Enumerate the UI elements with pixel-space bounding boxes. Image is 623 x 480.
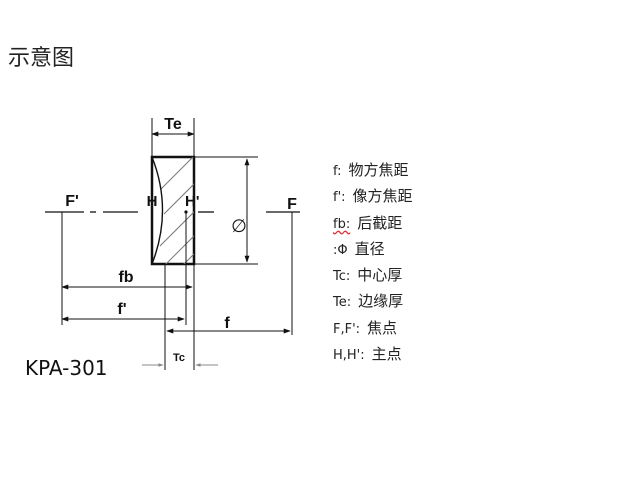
page-title: 示意图 [8,46,75,71]
te-dimension [151,118,195,157]
f-prime-label: F' [65,193,79,210]
legend-item: f': 像方焦距 [333,184,413,210]
legend-symbol: Te: [333,295,352,311]
plano-convex-lens [150,155,196,266]
legend-symbol: fb: [333,216,351,232]
legend-text: 中心厚 [357,266,403,285]
legend-item: fb: 后截距 [333,211,413,237]
legend-text: 物方焦距 [348,161,409,179]
legend-item: Tc: 中心厚 [333,263,413,289]
te-label: Te [164,116,182,133]
legend-text: 主点 [371,345,402,364]
legend-text: 焦点 [367,318,398,337]
tc-label: Tc [173,352,185,364]
f-prime-dim-label: f' [117,301,126,318]
legend-item: f: 物方焦距 [333,158,413,184]
legend-item: H,H': 主点 [333,342,413,368]
legend-item: F,F': 焦点 [333,316,413,342]
legend-text: 像方焦距 [352,187,413,206]
legend-item: Te: 边缘厚 [333,289,413,315]
h-label: H [147,193,158,210]
legend-text: 后截距 [357,213,403,232]
curved-lens-surface [151,156,164,265]
f-label: F [287,196,297,213]
diameter-symbol: ∅ [231,216,247,237]
legend-text: 边缘厚 [358,292,404,311]
legend-symbol: Tc: [333,269,351,285]
legend-symbol: :Φ [333,242,348,258]
legend-symbol: F,F': [333,321,361,337]
legend-symbol: H,H': [333,348,365,364]
legend-text: 直径 [354,239,385,258]
legend-symbol: f: [333,164,342,179]
legend-item: :Φ 直径 [333,237,413,263]
diameter-dimension [194,156,258,265]
legend-symbol: f': [333,190,346,206]
f-dim-label: f [224,315,230,332]
model-number: KPA-301 [25,356,108,380]
fb-label: fb [118,269,133,286]
h-prime-label: H' [185,193,199,210]
